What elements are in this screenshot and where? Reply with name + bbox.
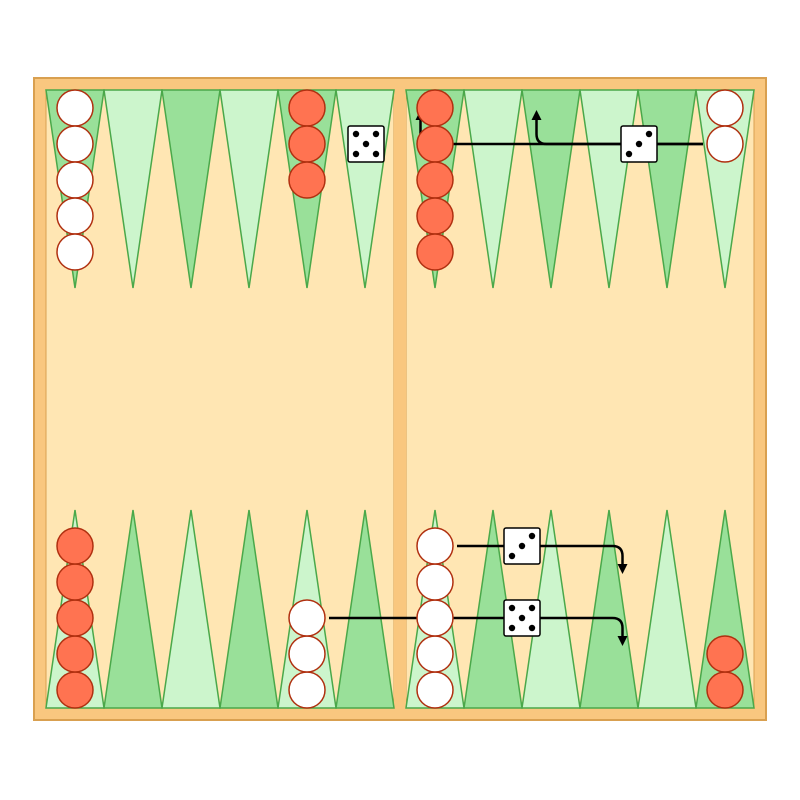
move-arrow <box>457 544 628 574</box>
red-checker-point-17[interactable] <box>288 161 326 199</box>
white-checker-point-13[interactable] <box>56 161 94 199</box>
point-7[interactable] <box>335 509 395 709</box>
die-pip <box>518 542 526 550</box>
point-9[interactable] <box>219 509 279 709</box>
die-pip <box>362 140 370 148</box>
red-checker-point-12[interactable] <box>56 599 94 637</box>
die-pip <box>372 130 380 138</box>
die <box>347 125 385 163</box>
red-checker-point-17[interactable] <box>288 89 326 127</box>
die-pip <box>352 130 360 138</box>
point-16[interactable] <box>219 89 279 289</box>
red-checker-point-19[interactable] <box>416 233 454 271</box>
die-pip <box>528 624 536 632</box>
white-checker-point-8[interactable] <box>288 671 326 709</box>
point-10[interactable] <box>161 509 221 709</box>
die-pip <box>508 552 516 560</box>
die-pip <box>518 614 526 622</box>
die <box>503 527 541 565</box>
move-arrow <box>329 616 628 646</box>
die-pip <box>508 604 516 612</box>
white-checker-point-13[interactable] <box>56 89 94 127</box>
white-checker-point-6[interactable] <box>416 563 454 601</box>
move-arrow <box>531 110 703 146</box>
red-checker-point-17[interactable] <box>288 125 326 163</box>
white-checker-point-24[interactable] <box>706 89 744 127</box>
die-pip <box>372 150 380 158</box>
white-checker-point-8[interactable] <box>288 599 326 637</box>
point-14[interactable] <box>103 89 163 289</box>
die-pip <box>352 150 360 158</box>
white-checker-point-6[interactable] <box>416 635 454 673</box>
die-pip <box>508 624 516 632</box>
die-pip <box>528 532 536 540</box>
red-checker-point-12[interactable] <box>56 635 94 673</box>
red-checker-point-1[interactable] <box>706 635 744 673</box>
die-pip <box>645 130 653 138</box>
point-3[interactable] <box>579 509 639 709</box>
point-11[interactable] <box>103 509 163 709</box>
center-bar <box>394 90 406 708</box>
white-checker-point-13[interactable] <box>56 233 94 271</box>
point-2[interactable] <box>637 509 697 709</box>
red-checker-point-1[interactable] <box>706 671 744 709</box>
die-pip <box>635 140 643 148</box>
white-checker-point-8[interactable] <box>288 635 326 673</box>
white-checker-point-6[interactable] <box>416 527 454 565</box>
white-checker-point-6[interactable] <box>416 599 454 637</box>
red-checker-point-19[interactable] <box>416 125 454 163</box>
white-checker-point-13[interactable] <box>56 197 94 235</box>
die-pip <box>625 150 633 158</box>
red-checker-point-12[interactable] <box>56 563 94 601</box>
die <box>503 599 541 637</box>
red-checker-point-19[interactable] <box>416 197 454 235</box>
point-15[interactable] <box>161 89 221 289</box>
red-checker-point-12[interactable] <box>56 527 94 565</box>
red-checker-point-19[interactable] <box>416 89 454 127</box>
white-checker-point-24[interactable] <box>706 125 744 163</box>
white-checker-point-13[interactable] <box>56 125 94 163</box>
right-half-board <box>405 89 755 709</box>
checkers-layer <box>56 89 744 709</box>
die <box>620 125 658 163</box>
red-checker-point-19[interactable] <box>416 161 454 199</box>
dice-layer <box>347 125 658 637</box>
left-half-board <box>45 89 395 709</box>
die-pip <box>528 604 536 612</box>
red-checker-point-12[interactable] <box>56 671 94 709</box>
point-20[interactable] <box>463 89 523 289</box>
white-checker-point-6[interactable] <box>416 671 454 709</box>
